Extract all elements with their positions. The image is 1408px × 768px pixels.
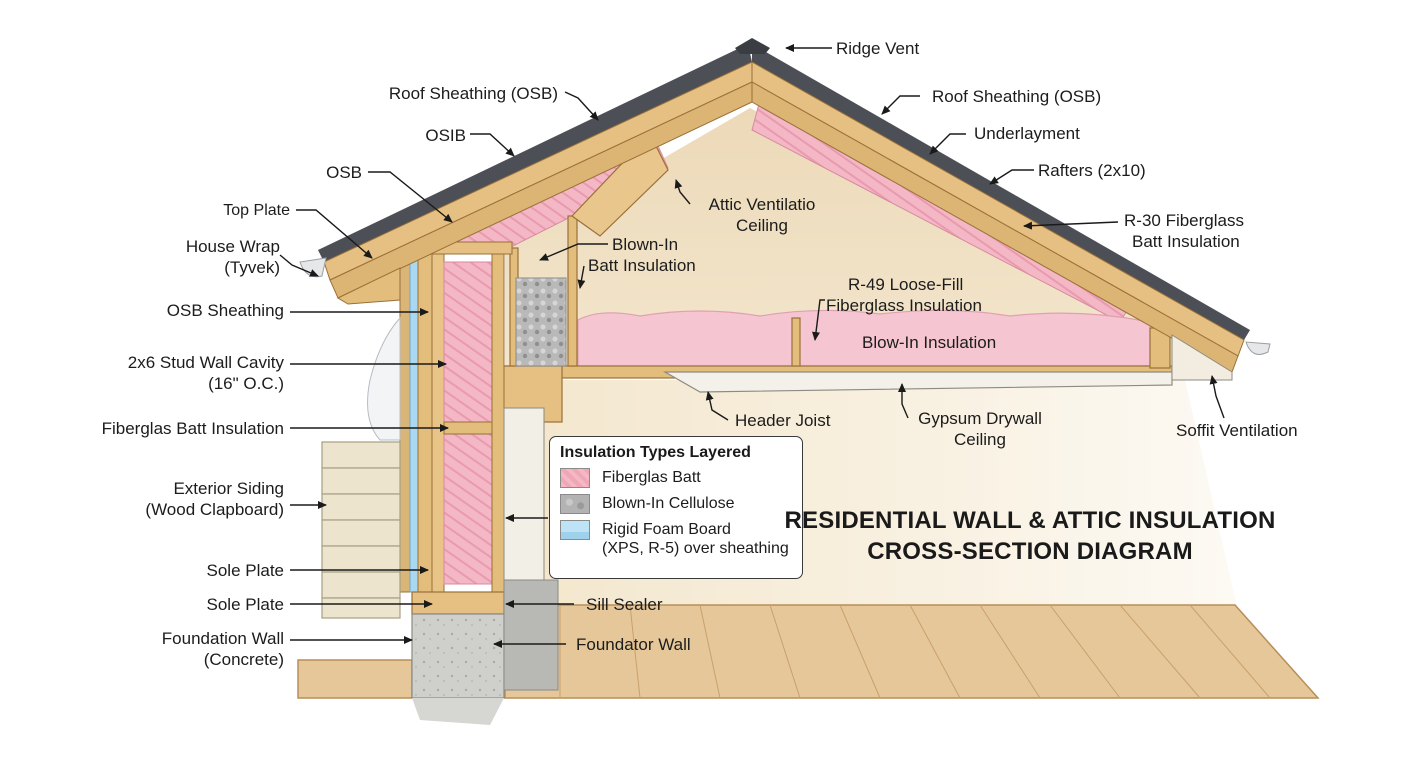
label-sole-plate-1: Sole Plate <box>206 561 285 580</box>
label-osb-sheathing: OSB Sheathing <box>166 301 284 320</box>
label-sole-plate-2: Sole Plate <box>206 595 285 614</box>
title-line1: RESIDENTIAL WALL & ATTIC INSULATION <box>784 507 1276 534</box>
label-exterior-siding-line1: Exterior Siding <box>173 479 284 498</box>
legend-title: Insulation Types Layered <box>560 444 751 461</box>
blown-in-cellulose <box>515 277 567 367</box>
label-r49-line1: R-49 Loose-Fill <box>848 275 964 294</box>
label-stud-wall-line1: 2x6 Stud Wall Cavity <box>127 353 284 372</box>
legend-item-label: Rigid Foam Board <box>602 521 731 538</box>
label-stud-wall: 2x6 Stud Wall Cavity (16" O.C.) <box>60 352 284 394</box>
label-attic-ventilation-line2: Ceiling <box>736 216 788 235</box>
legend-item-label: Blown-In Cellulose <box>602 495 735 512</box>
roof-left <box>318 44 753 305</box>
right-gutter <box>1245 341 1271 355</box>
ridge-vent <box>735 38 770 54</box>
legend: Insulation Types Layered Fiberglas Batt … <box>549 436 803 579</box>
legend-item-label: Fiberglas Batt <box>602 469 701 486</box>
loose-fill-insulation <box>577 309 1151 367</box>
label-house-wrap: House Wrap (Tyvek) <box>140 236 280 278</box>
leader-lines <box>279 44 1225 648</box>
label-house-wrap-line1: House Wrap <box>185 237 280 256</box>
label-header-joist: Header Joist <box>735 411 831 430</box>
label-blow-in-insulation: Blow-In Insulation <box>862 333 997 352</box>
swatch-fiberglas-icon <box>560 468 590 488</box>
legend-item-foam: Rigid Foam Board (XPS, R-5) over sheathi… <box>560 520 792 558</box>
attic-space <box>505 108 1175 368</box>
label-ridge-vent: Ridge Vent <box>836 39 920 58</box>
label-house-wrap-line2: (Tyvek) <box>224 258 280 277</box>
wall-assembly <box>399 241 545 615</box>
label-gypsum-line1: Gypsum Drywall <box>918 409 1042 428</box>
swatch-cellulose-icon <box>560 494 590 514</box>
swatch-foam-icon <box>560 520 590 540</box>
label-blown-in-batt-line1: Blown-In <box>612 235 679 254</box>
foundation-wall <box>411 579 559 725</box>
gypsum-drywall <box>662 371 1173 393</box>
title-line2: CROSS-SECTION DIAGRAM <box>867 538 1193 565</box>
label-blown-in-batt: Blown-In Batt Insulation <box>588 234 696 276</box>
label-attic-ventilation-line1: Attic Ventilatio <box>708 195 816 214</box>
label-osib: OSIB <box>425 126 466 145</box>
label-blown-in-batt-line2: Batt Insulation <box>588 256 696 275</box>
label-stud-wall-line2: (16" O.C.) <box>208 374 284 393</box>
house-wrap-peel <box>367 316 401 441</box>
label-gypsum: Gypsum Drywall Ceiling <box>910 408 1050 450</box>
legend-item-label-2: (XPS, R-5) over sheathing <box>602 540 789 557</box>
label-r49: R-49 Loose-Fill Fiberglass Insulation <box>826 274 982 316</box>
label-foundation-wall-left-line1: Foundation Wall <box>161 629 284 648</box>
label-roof-sheathing-left: Roof Sheathing (OSB) <box>388 84 558 103</box>
label-osb: OSB <box>326 163 362 182</box>
label-soffit-ventilation: Soffit Ventilation <box>1176 421 1298 440</box>
label-attic-ventilation: Attic Ventilatio Ceiling <box>694 194 830 236</box>
legend-item-fiberglas: Fiberglas Batt <box>560 468 792 488</box>
label-r30: R-30 Fiberglass Batt Insulation <box>1124 210 1244 252</box>
label-exterior-siding-line2: (Wood Clapboard) <box>145 500 284 519</box>
label-top-plate: Top Plate <box>223 202 290 219</box>
exterior-siding <box>321 441 401 619</box>
label-foundator-wall: Foundator Wall <box>576 635 691 654</box>
legend-item-cellulose: Blown-In Cellulose <box>560 494 792 514</box>
label-r30-line1: R-30 Fiberglass <box>1124 211 1244 230</box>
label-r49-line2: Fiberglass Insulation <box>826 296 982 315</box>
label-sill-sealer: Sill Sealer <box>586 595 663 614</box>
label-underlayment: Underlayment <box>974 124 1080 143</box>
label-rafters: Rafters (2x10) <box>1038 161 1146 180</box>
label-foundation-wall-left-line2: (Concrete) <box>203 650 284 669</box>
label-r30-line2: Batt Insulation <box>1132 232 1240 251</box>
page-title: RESIDENTIAL WALL & ATTIC INSULATION CROS… <box>760 505 1300 567</box>
label-gypsum-line2: Ceiling <box>954 430 1006 449</box>
label-roof-sheathing-right: Roof Sheathing (OSB) <box>932 87 1102 106</box>
label-fiberglas-batt-left: Fiberglas Batt Insulation <box>101 419 284 438</box>
roof-right <box>751 44 1250 381</box>
label-exterior-siding: Exterior Siding (Wood Clapboard) <box>90 478 284 520</box>
label-foundation-wall-left: Foundation Wall (Concrete) <box>100 628 284 670</box>
